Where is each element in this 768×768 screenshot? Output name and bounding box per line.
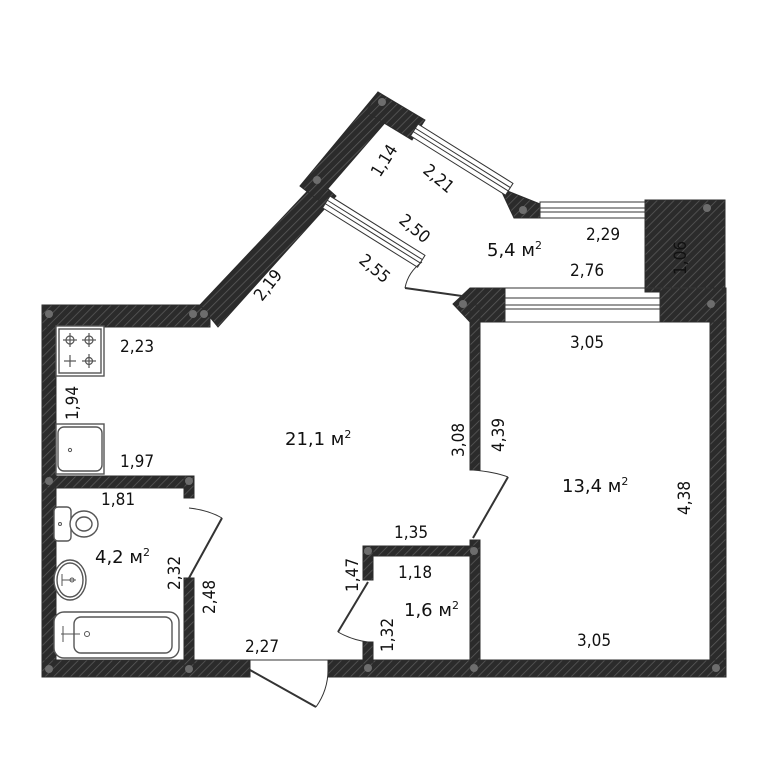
dim-balcony-right: 1,06 (671, 241, 691, 275)
dim-balcony-top: 2,29 (586, 225, 620, 245)
window-living-diagonal (321, 195, 426, 268)
dim-kitchen-top: 2,23 (120, 337, 154, 357)
sink-icon (55, 423, 105, 475)
toilet-icon (53, 506, 99, 542)
dim-hall-left: 2,48 (200, 580, 220, 614)
dim-bedroom-left: 4,39 (489, 418, 509, 452)
windows (321, 123, 710, 323)
door-entrance-arc (315, 669, 329, 708)
area-bedroom: 13,4 м2 (562, 475, 628, 497)
wall-balcony-right (644, 199, 726, 293)
door-bedroom (472, 476, 509, 539)
doors (188, 261, 509, 708)
wall-bath-right-upper (183, 475, 195, 499)
dim-bath-right: 2,32 (165, 556, 185, 590)
dim-bedroom-bottom: 3,05 (577, 631, 611, 651)
walls (41, 91, 727, 678)
wall-closet-left-upper (362, 545, 374, 581)
wall-bottom-left (41, 659, 251, 678)
dim-closet-left-upper: 1,47 (343, 558, 363, 592)
dim-kitchen-bottom: 1,97 (120, 452, 154, 472)
wall-bath-top (41, 475, 195, 489)
dim-bath-top: 1,81 (101, 490, 135, 510)
area-living-kitchen: 21,1 м2 (285, 428, 351, 450)
wall-closet-left-lower (362, 641, 374, 667)
wall-partition-lower (469, 539, 481, 671)
dim-closet-top-outer: 1,35 (394, 523, 428, 543)
door-balcony-arc (404, 261, 423, 289)
dim-balcony-bottom: 2,76 (570, 261, 604, 281)
door-bathroom (188, 517, 223, 579)
door-closet (337, 581, 369, 633)
dim-balcony-side: 1,14 (367, 141, 402, 180)
door-closet-arc (337, 631, 369, 643)
wall-closet-top (362, 545, 479, 557)
window-bedroom (504, 297, 661, 323)
wall-bath-right-lower (183, 577, 195, 669)
dim-bedroom-top: 3,05 (570, 333, 604, 353)
area-bathroom: 4,2 м2 (95, 546, 150, 568)
dim-hall-bottom: 2,27 (245, 637, 279, 657)
dim-balcony-outer-diag: 2,21 (419, 161, 458, 198)
door-balcony (404, 287, 463, 297)
dim-bedroom-right: 4,38 (675, 481, 695, 515)
structural-nodes (45, 98, 720, 673)
wall-bottom-right (327, 659, 727, 678)
dim-living-right: 3,08 (449, 423, 469, 457)
door-entrance (249, 669, 317, 708)
room-area-labels: 21,1 м2 13,4 м2 5,4 м2 4,2 м2 1,6 м2 (95, 239, 628, 621)
window-balcony-diagonal (409, 123, 514, 196)
window-balcony-top (539, 201, 646, 219)
wall-right (709, 289, 727, 678)
dim-closet-left-lower: 1,32 (378, 618, 398, 652)
dim-kitchen-left: 1,94 (63, 386, 83, 420)
wall-living-diagonal (199, 179, 337, 328)
door-bedroom-arc (472, 469, 509, 478)
stove-icon (55, 325, 105, 377)
area-closet: 1,6 м2 (404, 599, 459, 621)
wall-partition-upper (469, 304, 481, 471)
bathtub-icon (53, 611, 180, 659)
door-bathroom-arc (188, 507, 223, 519)
dim-living-window-diag: 2,55 (355, 251, 394, 288)
dimension-labels: 1,14 2,21 2,50 2,55 2,29 1,06 2,76 2,19 … (63, 141, 695, 657)
dim-closet-top: 1,18 (398, 563, 432, 583)
washbasin-icon (53, 559, 87, 601)
wall-kitchen-top (41, 304, 211, 328)
area-balcony: 5,4 м2 (487, 239, 542, 261)
wall-bedroom-top-right (659, 287, 727, 323)
